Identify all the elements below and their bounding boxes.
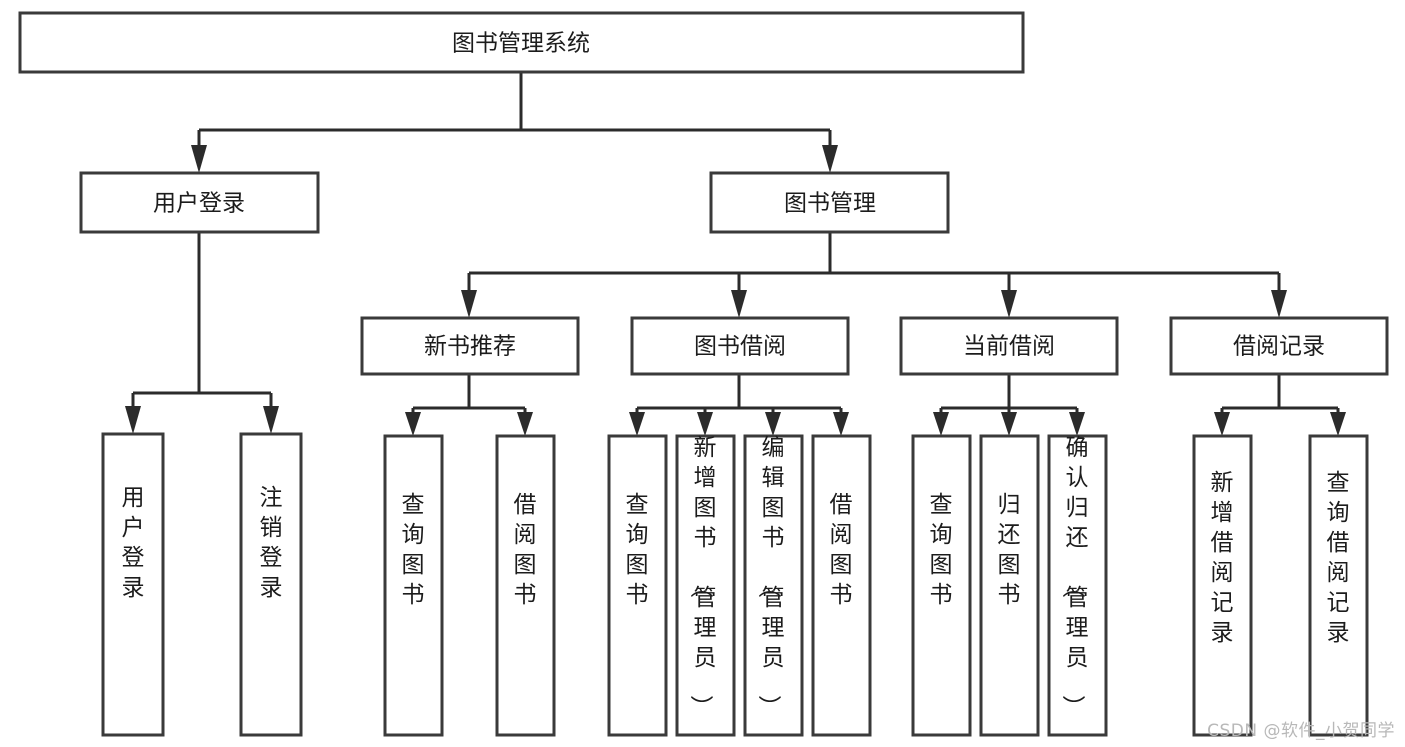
leaf-bookborrow-edit-label: 编辑图书（管理员）: [756, 435, 785, 718]
leaf-user-login-label: 用户登录: [122, 485, 145, 601]
leaf-node[interactable]: 查询图书: [383, 434, 444, 737]
arrow-to-newbook-leaf-1: [405, 412, 421, 436]
node-root[interactable]: 图书管理系统: [18, 11, 1025, 74]
leaf-node[interactable]: 确认归还（管理员）: [1047, 434, 1108, 737]
arrow-to-currentborrow-leaf-2: [1001, 412, 1017, 436]
node-borrow-record-label: 借阅记录: [1233, 334, 1325, 360]
csdn-watermark: CSDN @软件_小贺同学: [1207, 721, 1395, 741]
arrow-to-book-borrow: [731, 290, 747, 318]
node-user-login-label: 用户登录: [153, 191, 245, 217]
leaf-borrowrecord-add-box[interactable]: [1192, 434, 1253, 737]
leaf-newbook-query-box[interactable]: [383, 434, 444, 737]
arrow-to-current-borrow: [1001, 290, 1017, 318]
arrow-to-borrowrecord-leaf-2: [1330, 412, 1346, 436]
leaf-currentborrow-confirm-box[interactable]: [1047, 434, 1108, 737]
arrow-to-new-book: [461, 290, 477, 318]
node-new-book-recommend-label: 新书推荐: [424, 334, 516, 360]
leaf-newbook-borrow-label: 借阅图书: [514, 492, 537, 608]
leaf-node[interactable]: 归还图书: [979, 434, 1040, 737]
leaf-bookborrow-query-label: 查询图书: [626, 492, 649, 608]
node-root-label: 图书管理系统: [452, 31, 590, 57]
leaf-bookborrow-borrow-label: 借阅图书: [830, 492, 853, 608]
leaf-node[interactable]: 借阅图书: [495, 434, 556, 737]
leaf-bookborrow-add-box[interactable]: [675, 434, 736, 737]
node-book-borrow-label: 图书借阅: [694, 334, 786, 360]
arrow-to-bookborrow-leaf-4: [833, 412, 849, 436]
leaf-logout-box[interactable]: [239, 432, 303, 737]
arrow-to-currentborrow-leaf-1: [933, 412, 949, 436]
leaf-node[interactable]: 编辑图书（管理员）: [743, 434, 804, 737]
leaf-bookborrow-borrow-box[interactable]: [811, 434, 872, 737]
node-borrow-record-box[interactable]: [1169, 316, 1389, 376]
arrow-to-book-mgmt: [822, 145, 838, 173]
leaf-bookborrow-add-label: 新增图书（管理员）: [688, 435, 717, 718]
leaf-newbook-borrow-box[interactable]: [495, 434, 556, 737]
node-book-management[interactable]: 图书管理: [709, 171, 950, 234]
leaf-node[interactable]: 借阅图书: [811, 434, 872, 737]
leaf-node[interactable]: 查询图书: [607, 434, 668, 737]
leaf-currentborrow-confirm-label: 确认归还（管理员）: [1060, 435, 1089, 718]
arrow-to-user-login: [191, 145, 207, 173]
leaf-user-login-box[interactable]: [101, 432, 165, 737]
node-book-management-label: 图书管理: [784, 191, 876, 217]
leaf-node[interactable]: 新增借阅记录: [1192, 434, 1253, 737]
arrow-to-currentborrow-leaf-3: [1069, 412, 1085, 436]
arrow-to-leaf-user-login: [125, 406, 141, 434]
node-new-book-recommend-box[interactable]: [360, 316, 580, 376]
leaf-bookborrow-query-box[interactable]: [607, 434, 668, 737]
leaf-currentborrow-return-box[interactable]: [979, 434, 1040, 737]
leaf-borrowrecord-query-label: 查询借阅记录: [1327, 470, 1350, 646]
leaf-bookborrow-edit-box[interactable]: [743, 434, 804, 737]
arrow-to-borrow-record: [1271, 290, 1287, 318]
node-book-borrow-box[interactable]: [630, 316, 850, 376]
arrow-to-bookborrow-leaf-2: [697, 412, 713, 436]
node-user-login-box[interactable]: [79, 171, 320, 234]
node-borrow-record[interactable]: 借阅记录: [1169, 316, 1389, 376]
leaf-node[interactable]: 查询图书: [911, 434, 972, 737]
leaf-borrowrecord-add-label: 新增借阅记录: [1211, 470, 1234, 646]
leaf-newbook-query-label: 查询图书: [402, 492, 425, 608]
leaf-currentborrow-query-label: 查询图书: [930, 492, 953, 608]
node-current-borrow-label: 当前借阅: [963, 334, 1055, 360]
node-root-box[interactable]: [18, 11, 1025, 74]
arrow-to-bookborrow-leaf-3: [765, 412, 781, 436]
leaf-currentborrow-query-box[interactable]: [911, 434, 972, 737]
leaf-node[interactable]: 新增图书（管理员）: [675, 434, 736, 737]
node-user-login[interactable]: 用户登录: [79, 171, 320, 234]
leaf-logout-label: 注销登录: [260, 485, 283, 601]
node-book-borrow[interactable]: 图书借阅: [630, 316, 850, 376]
leaf-node[interactable]: 用户登录: [101, 432, 165, 737]
connector-layer: [125, 72, 1346, 436]
arrow-to-newbook-leaf-2: [517, 412, 533, 436]
node-new-book-recommend[interactable]: 新书推荐: [360, 316, 580, 376]
arrow-to-borrowrecord-leaf-1: [1214, 412, 1230, 436]
arrow-to-bookborrow-leaf-1: [629, 412, 645, 436]
node-current-borrow[interactable]: 当前借阅: [899, 316, 1119, 376]
node-current-borrow-box[interactable]: [899, 316, 1119, 376]
leaf-currentborrow-return-label: 归还图书: [998, 492, 1021, 608]
leaf-node[interactable]: 查询借阅记录: [1308, 434, 1369, 737]
leaf-node[interactable]: 注销登录: [239, 432, 303, 737]
node-book-management-box[interactable]: [709, 171, 950, 234]
leaf-borrowrecord-query-box[interactable]: [1308, 434, 1369, 737]
arrow-to-leaf-logout: [263, 406, 279, 434]
